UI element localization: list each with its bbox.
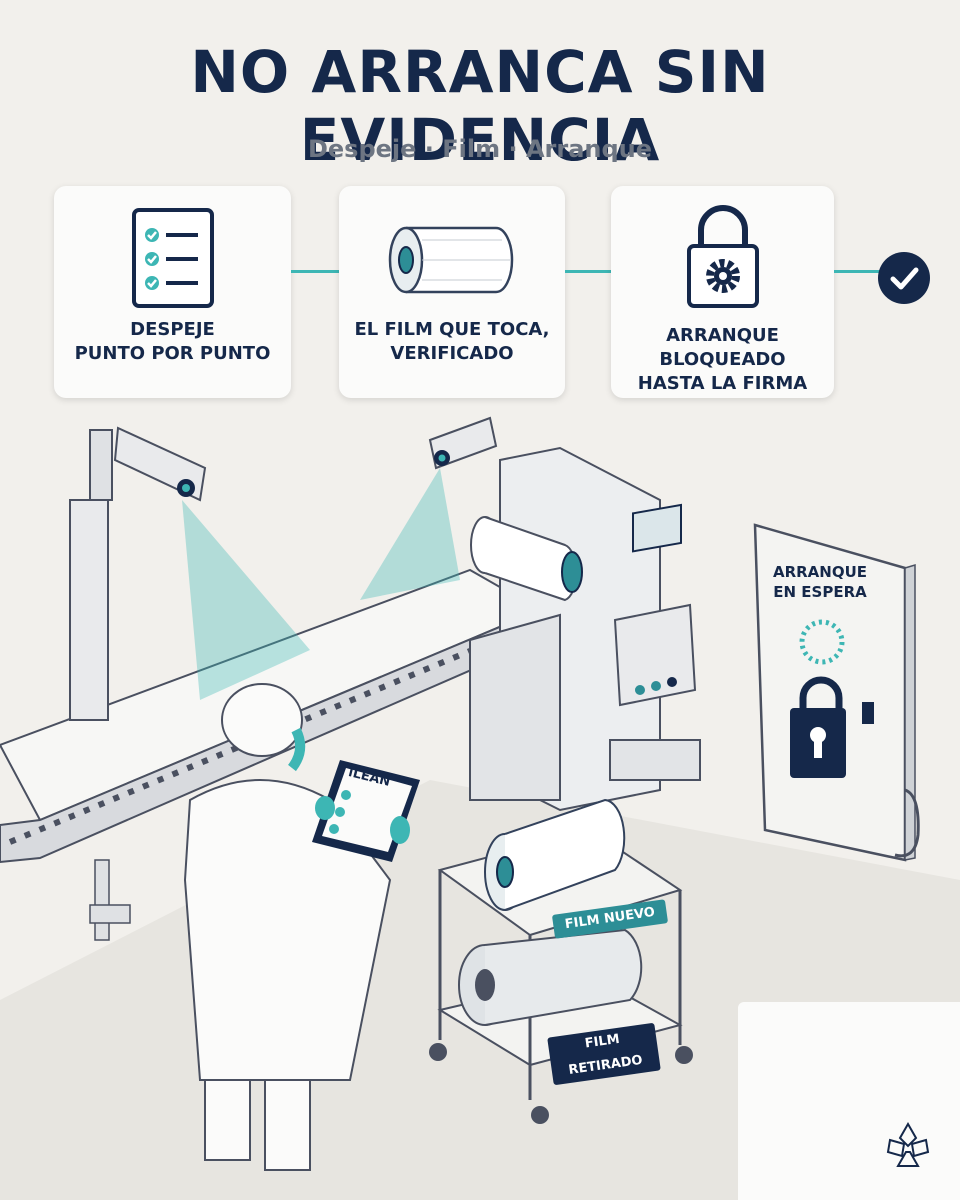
step-label: EL FILM QUE TOCA, VERIFICADO	[354, 319, 550, 364]
step-connector	[565, 270, 611, 273]
step-card-despeje: DESPEJE PUNTO POR PUNTO	[54, 186, 291, 398]
step-label: DESPEJE PUNTO POR PUNTO	[74, 319, 271, 364]
status-panel	[753, 523, 920, 862]
film-cart	[429, 798, 693, 1124]
wrapping-machine	[469, 446, 701, 812]
camera-pole	[69, 426, 207, 721]
step-card-film: EL FILM QUE TOCA, VERIFICADO	[339, 186, 565, 398]
check-circle-icon	[878, 252, 930, 304]
step-connector	[834, 270, 880, 273]
checklist-icon	[130, 206, 216, 314]
step-label: ARRANQUE BLOQUEADO HASTA LA FIRMA	[637, 325, 808, 394]
flower-logo-icon	[884, 1120, 932, 1176]
corner-overlay	[738, 1002, 960, 1200]
camera-right	[428, 416, 498, 470]
step-connector	[291, 270, 339, 273]
padlock-gear-icon	[683, 202, 763, 316]
operator-figure	[183, 683, 420, 1171]
factory-illustration	[0, 416, 960, 1200]
step-card-arranque: ARRANQUE BLOQUEADO HASTA LA FIRMA	[611, 186, 834, 398]
film-roll-icon	[382, 220, 522, 304]
status-panel-text: ARRANQUE EN ESPERA	[772, 563, 868, 601]
page-title: NO ARRANCA SIN EVIDENCIA	[190, 38, 770, 174]
page-subtitle: Despeje · Film · Arranque	[307, 135, 653, 163]
